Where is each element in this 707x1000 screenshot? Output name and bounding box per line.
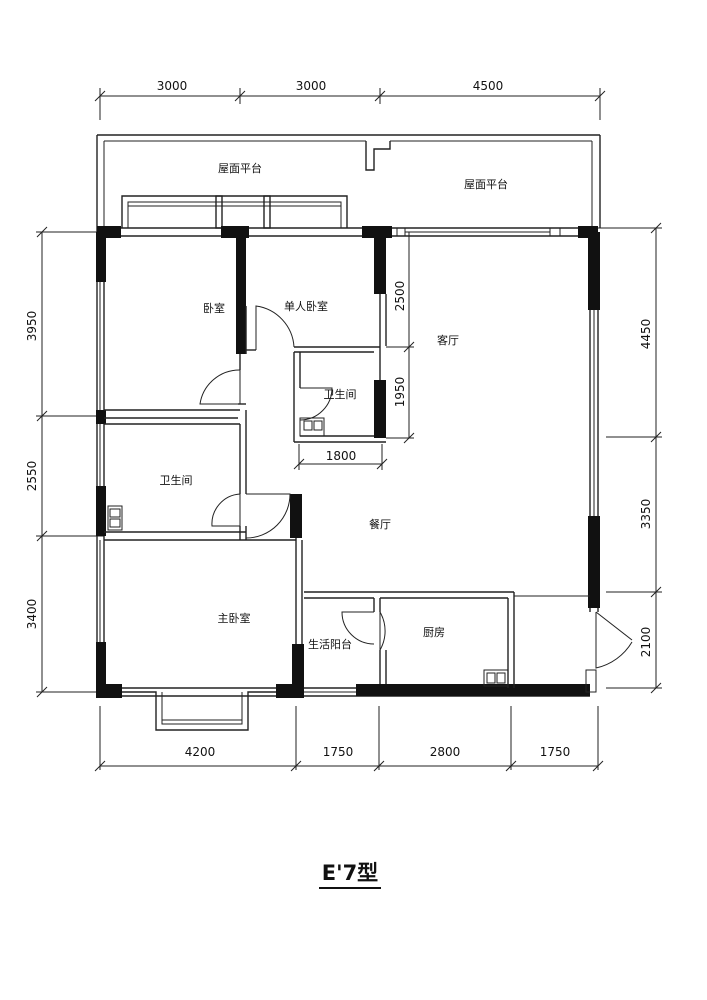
interior-walls: [104, 236, 590, 693]
right-dimension-line: 4450 3350 2100: [596, 222, 662, 694]
exterior-walls: [96, 226, 600, 698]
dim-top-3: 4500: [473, 79, 504, 93]
dim-inner-h: 1800: [326, 449, 357, 463]
room-labels: 屋面平台 屋面平台 卧室 单人卧室 卫生间 客厅 卫生间 餐厅 主卧室 生活阳台…: [160, 161, 509, 651]
dim-top-1: 3000: [157, 79, 188, 93]
door-swings: [199, 305, 633, 669]
dim-bottom-3: 2800: [430, 745, 461, 759]
label-bathroom-small: 卫生间: [324, 387, 357, 401]
roof-terrace-outline: [96, 134, 601, 232]
dim-inner-v1: 2500: [393, 281, 407, 312]
label-bathroom: 卫生间: [160, 473, 193, 487]
plan-title: E'7型: [322, 861, 378, 885]
label-kitchen: 厨房: [423, 626, 445, 639]
label-master-bedroom: 主卧室: [218, 611, 251, 625]
dim-bottom-1: 4200: [185, 745, 216, 759]
label-roof-terrace-left: 屋面平台: [218, 161, 262, 175]
dim-left-1: 3950: [25, 311, 39, 342]
left-dimension-line: 3950 2550 3400: [25, 226, 104, 698]
label-living-room: 客厅: [437, 333, 459, 347]
inner-dimension-lines: 2500 1950 1800: [293, 232, 415, 470]
dim-bottom-2: 1750: [323, 745, 354, 759]
dim-inner-v2: 1950: [393, 377, 407, 408]
dim-right-3: 2100: [639, 627, 653, 658]
label-dining-room: 餐厅: [369, 517, 391, 531]
top-dimension-line: 3000 3000 4500: [94, 79, 606, 120]
dim-top-2: 3000: [296, 79, 327, 93]
dim-bottom-4: 1750: [540, 745, 571, 759]
label-bedroom: 卧室: [203, 301, 225, 315]
dim-left-2: 2550: [25, 461, 39, 492]
label-service-balcony: 生活阳台: [308, 637, 352, 651]
dim-right-2: 3350: [639, 499, 653, 530]
label-roof-terrace-right: 屋面平台: [464, 177, 508, 191]
label-single-bedroom: 单人卧室: [284, 299, 328, 313]
master-bay-window: [122, 691, 276, 731]
dim-left-3: 3400: [25, 599, 39, 630]
bottom-dimension-line: 4200 1750 2800 1750: [94, 706, 604, 772]
dim-right-1: 4450: [639, 319, 653, 350]
